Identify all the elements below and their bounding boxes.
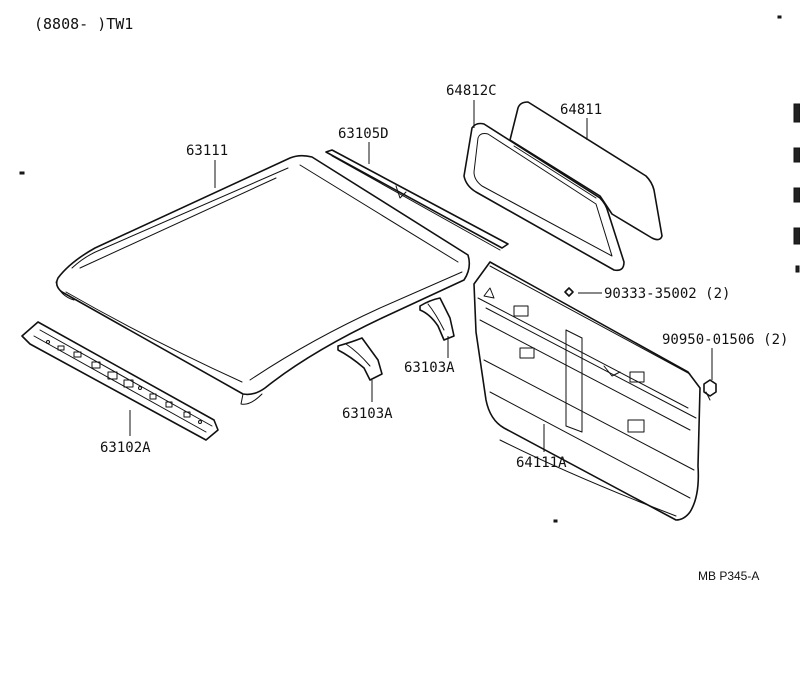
weatherstrip-part xyxy=(463,122,625,272)
label-roof-bow-left: 63103A xyxy=(342,406,393,422)
reference-code: MB P345-A xyxy=(698,569,759,583)
label-clip-b: 90950-01506 (2) xyxy=(662,332,788,348)
label-front-header-panel: 63102A xyxy=(100,440,151,456)
roof-bow-right-part xyxy=(419,297,455,341)
front-header-panel-part xyxy=(21,321,219,441)
label-back-panel: 64111A xyxy=(516,455,567,471)
clip-b-part xyxy=(703,379,717,401)
clip-a-part xyxy=(564,287,574,297)
label-roof-drip-rail: 63105D xyxy=(338,126,389,142)
roof-panel-part xyxy=(55,154,471,405)
label-roof-panel: 63111 xyxy=(186,143,228,159)
back-glass-part xyxy=(509,101,663,241)
roof-bow-left-part xyxy=(337,337,383,381)
label-weatherstrip: 64812C xyxy=(446,83,497,99)
label-roof-bow-right: 63103A xyxy=(404,360,455,376)
label-back-glass: 64811 xyxy=(560,102,602,118)
label-clip-a: 90333-35002 (2) xyxy=(604,286,730,302)
roof-drip-rail-part xyxy=(325,149,509,251)
edge-marks xyxy=(19,15,800,523)
leader-lines xyxy=(129,100,713,452)
back-panel-part xyxy=(473,261,701,521)
header-code: (8808- )TW1 xyxy=(34,15,133,33)
